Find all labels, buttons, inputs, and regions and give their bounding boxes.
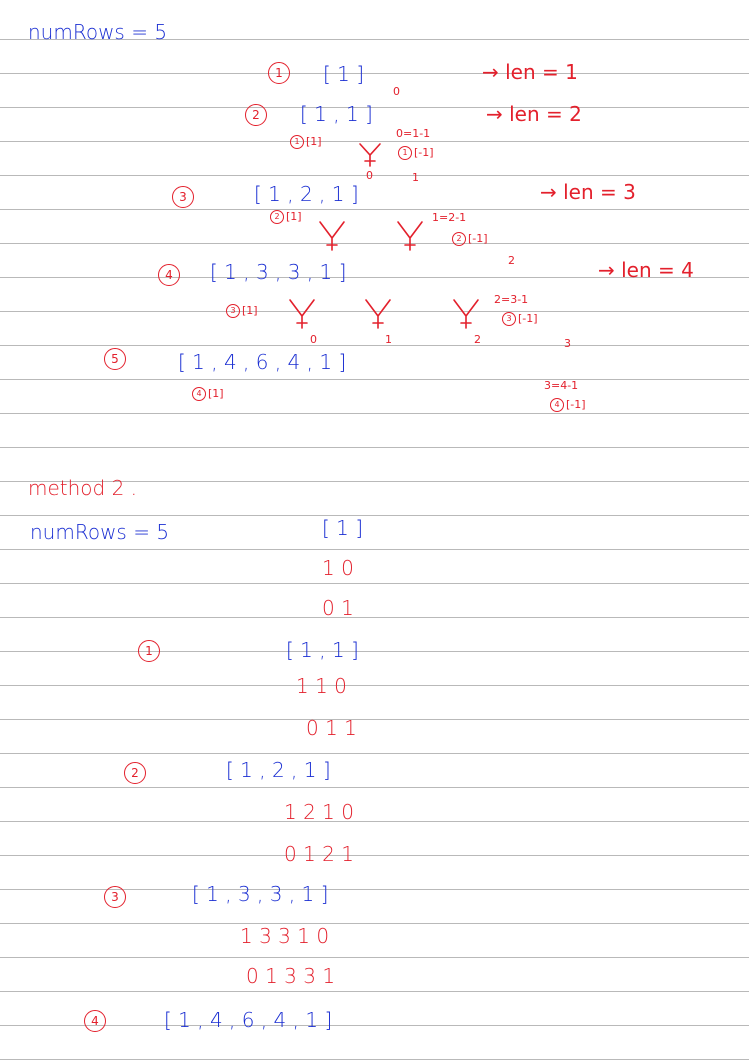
step-marker-1: 1 [268,62,290,84]
row-2-right-note: [-1] [414,146,434,159]
note-marker-1b: 1 [398,146,412,160]
m2-step-1: 1 [138,640,160,662]
row-2-eq-note: 0=1-1 [396,127,431,140]
note-marker-3b: 3 [502,312,516,326]
step-marker-3: 3 [172,186,194,208]
row-4-array: [ 1 , 3 , 3 , 1 ] [210,260,347,284]
note-marker-2: 2 [270,210,284,224]
row-4-eq-note: 2=3-1 [494,293,529,306]
step-marker-2: 2 [245,104,267,126]
row-4-right-note: [-1] [518,312,538,325]
m2-row-2-left: 1 2 1 0 [284,800,354,824]
note-marker-1: 1 [290,135,304,149]
step-marker-5: 5 [104,348,126,370]
row-3-left-note: [1] [286,210,302,223]
row-4-left-note: [1] [242,304,258,317]
row-2-length: → len = 2 [486,102,582,126]
m2-row-1-right: 0 1 1 [306,716,357,740]
digit-0-a: 0 [393,85,400,98]
m2-row-2: [ 1 , 2 , 1 ] [226,758,331,782]
adder-arrow-r3b [397,221,423,251]
note-marker-3: 3 [226,304,240,318]
method-2-title: method 2 . [28,476,138,500]
m2-step-3: 3 [104,886,126,908]
row-3-eq-note: 1=2-1 [432,211,467,224]
m2-row-3-right: 0 1 3 3 1 [246,964,336,988]
m2-row-3-left: 1 3 3 1 0 [240,924,330,948]
step-marker-4: 4 [158,264,180,286]
digit-1-c: 1 [385,333,392,346]
row-3-array: [ 1 , 2 , 1 ] [254,182,359,206]
m2-row-1: [ 1 , 1 ] [286,638,359,662]
digit-3-a: 3 [564,337,571,350]
method-2-header: numRows = 5 [30,520,170,544]
digit-1-b: 1 [412,171,419,184]
start-row: [ 1 ] [322,516,364,540]
m2-row-1-left: 1 1 0 [296,674,347,698]
digit-0-b: 0 [310,333,317,346]
row-2-left-note: [1] [306,135,322,148]
m2-step-2: 2 [124,762,146,784]
row-5-left-note: [1] [208,387,224,400]
m2-step-4: 4 [84,1010,106,1032]
m2-row-4: [ 1 , 4 , 6 , 4 , 1 ] [164,1008,333,1032]
digit-2-a: 2 [508,254,515,267]
note-marker-4b: 4 [550,398,564,412]
adder-arrow-r2 [359,143,381,167]
row-5-array: [ 1 , 4 , 6 , 4 , 1 ] [178,350,347,374]
adder-arrow-r4a [289,299,315,329]
row-5-eq-note: 3=4-1 [544,379,579,392]
pair-shift-right: 0 1 [322,596,354,620]
pair-shift-left: 1 0 [322,556,354,580]
adder-arrow-r4b [365,299,391,329]
adder-arrow-r4c [453,299,479,329]
row-1-length: → len = 1 [482,60,578,84]
row-1-array: [ 1 ] [323,62,365,86]
row-3-right-note: [-1] [468,232,488,245]
row-5-right-note: [-1] [566,398,586,411]
note-marker-4: 4 [192,387,206,401]
numrows-header: numRows = 5 [28,20,168,44]
row-2-array: [ 1 , 1 ] [300,102,373,126]
m2-row-2-right: 0 1 2 1 [284,842,354,866]
digit-1-a: 0 [366,169,373,182]
adder-arrow-r3a [319,221,345,251]
note-marker-2b: 2 [452,232,466,246]
m2-row-3: [ 1 , 3 , 3 , 1 ] [192,882,329,906]
row-4-length: → len = 4 [598,258,694,282]
digit-2-b: 2 [474,333,481,346]
row-3-length: → len = 3 [540,180,636,204]
